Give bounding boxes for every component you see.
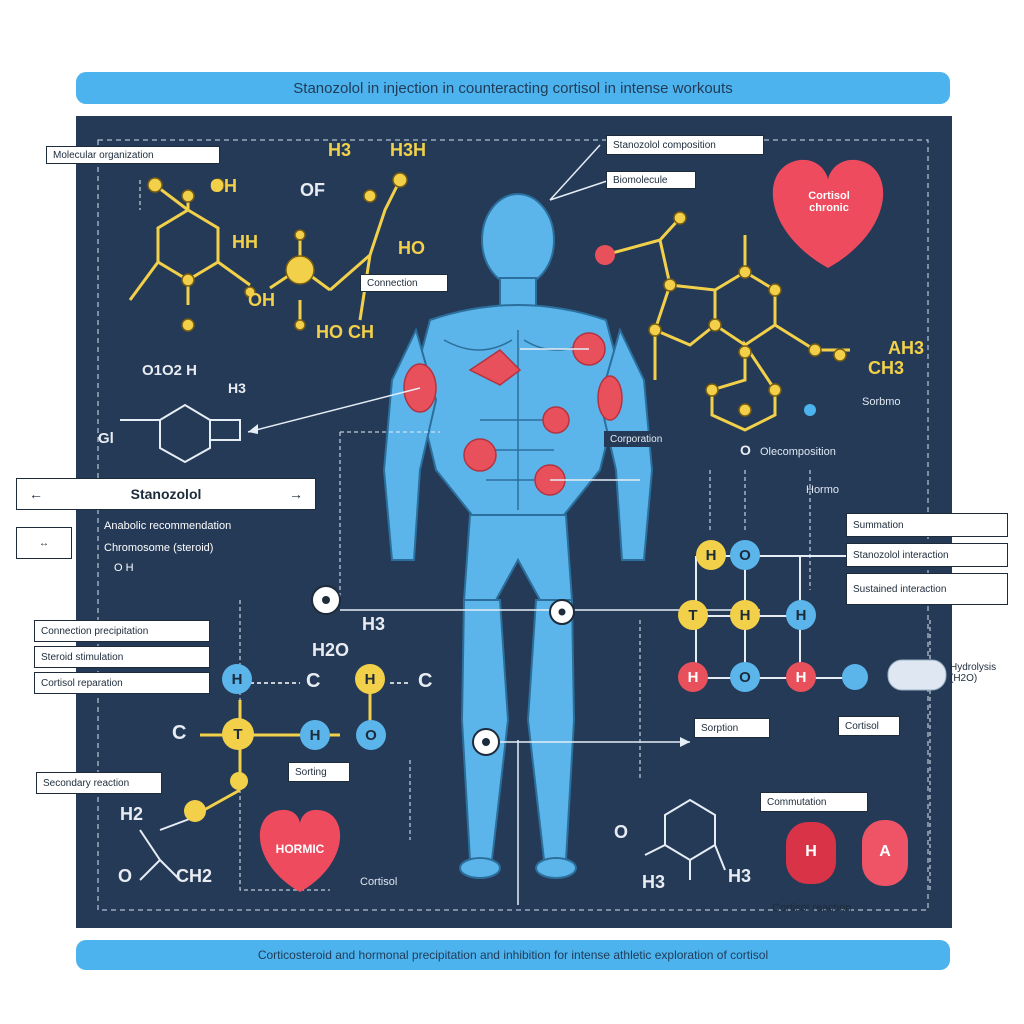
node-blue-small xyxy=(842,664,868,690)
label-connection: Connection xyxy=(360,274,448,292)
chem-h2: H2 xyxy=(120,804,144,824)
chem-hh: HH xyxy=(232,232,258,252)
node-t-1: T xyxy=(678,600,708,630)
node-h-1: H xyxy=(696,540,726,570)
chem-o-bot: O xyxy=(118,866,133,886)
node-t-left: T xyxy=(222,718,254,750)
chem-h3-small: H3 xyxy=(228,380,246,396)
label-cortisol-small: Cortisol xyxy=(838,716,900,736)
right-box-1: Summation xyxy=(846,513,1008,537)
stanozolol-label: Stanozolol xyxy=(130,486,202,502)
target-dots xyxy=(322,596,566,746)
atom-blue-right xyxy=(804,404,816,416)
benzene-bottom-right xyxy=(644,798,726,880)
label-molecular-organization: Molecular organization xyxy=(46,146,220,164)
heart-cortisol-title: Cortisol xyxy=(808,190,850,202)
capsule xyxy=(887,659,947,691)
label-chromosome-row: Chromosome (steroid) xyxy=(104,542,214,554)
chem-ho-mid: HO xyxy=(398,238,425,258)
chem-o-br: O xyxy=(614,822,629,842)
chem-ch3: CH3 xyxy=(868,358,905,378)
chem-c-left: C xyxy=(306,670,321,692)
heart-hormic-label: HORMIC xyxy=(275,842,325,856)
chem-hoch: HO CH xyxy=(316,322,374,342)
left-box-2: Steroid stimulation xyxy=(34,646,210,668)
label-sorbmo: Sorbmo xyxy=(862,396,901,408)
chain-bottom-left xyxy=(194,690,372,817)
chem-h3-br2: H3 xyxy=(728,866,752,886)
pill-a-label: A xyxy=(879,843,891,860)
node-h-5: H xyxy=(786,662,816,692)
pill-h xyxy=(786,822,836,884)
arrow-right-icon: → xyxy=(289,486,303,502)
pill-a xyxy=(862,820,908,886)
heart-cortisol-sub: chronic xyxy=(809,202,849,214)
chem-gl: Gl xyxy=(98,430,114,447)
chem-of: OF xyxy=(300,180,325,200)
node-o-2: O xyxy=(730,662,760,692)
label-cortisol-bottom: Cortisol xyxy=(360,876,398,888)
pill-h-label: H xyxy=(805,843,817,860)
chem-ch2: CH2 xyxy=(176,866,213,886)
node-o-low: O xyxy=(356,720,386,750)
label-secondary-reaction: Secondary reaction xyxy=(36,772,162,794)
label-olecomposition: Olecomposition xyxy=(760,446,836,458)
node-h-4: H xyxy=(678,662,708,692)
left-box-1: Connection precipitation xyxy=(34,620,210,642)
node-h-3: H xyxy=(786,600,816,630)
chem-ah3: AH3 xyxy=(888,338,925,358)
label-hormo: Hormo xyxy=(806,484,840,496)
label-o-note: O H xyxy=(114,562,134,574)
atom-small-yellow-1 xyxy=(230,772,248,790)
node-h-left: H xyxy=(222,664,252,694)
label-anabolic-row: Anabolic recommendation xyxy=(104,520,232,532)
heart-top-right xyxy=(772,159,884,268)
chem-oh-left: OH xyxy=(248,290,275,310)
right-box-2: Stanozolol interaction xyxy=(846,543,1008,567)
chem-o1o2: O1O2 H xyxy=(142,362,198,379)
label-corporation: Corporation xyxy=(604,431,684,447)
chem-o-ring: O xyxy=(740,442,751,458)
footer-caption: Corticosteroid and hormonal precipitatio… xyxy=(257,948,769,962)
chem-h2o: H2O xyxy=(312,640,350,660)
label-sorting: Sorting xyxy=(288,762,350,782)
label-stanozolol-composition: Stanozolol composition xyxy=(606,135,764,155)
stanozolol-box: ← Stanozolol → xyxy=(16,478,316,510)
atoms-top-left xyxy=(147,172,408,332)
page-title: Stanozolol in injection in counteracting… xyxy=(293,79,733,97)
heart-bottom xyxy=(259,809,341,892)
chem-h3h: H3H xyxy=(390,140,427,160)
left-ring-sketch xyxy=(120,403,241,464)
title-banner: Stanozolol in injection in counteracting… xyxy=(76,72,950,104)
double-arrow-box: ↔ xyxy=(16,527,72,559)
footer-banner: Corticosteroid and hormonal precipitatio… xyxy=(76,940,950,970)
label-cortisol-reaction: Cortisol reaction xyxy=(772,902,852,914)
heart-cortisol-label: Cortisol chronic xyxy=(774,190,884,214)
chem-oh-top: OH xyxy=(210,176,237,196)
node-h-mid: H xyxy=(355,664,385,694)
node-h-low: H xyxy=(300,720,330,750)
chem-c-low: C xyxy=(172,722,187,744)
atom-small-yellow-2 xyxy=(184,800,206,822)
atom-red-right xyxy=(595,245,615,265)
chem-c-right: C xyxy=(418,670,433,692)
atoms-right xyxy=(648,211,847,417)
label-sorption: Sorption xyxy=(694,718,770,738)
arrow-left-icon: ← xyxy=(29,486,43,502)
left-box-3: Cortisol reparation xyxy=(34,672,210,694)
chem-h3: H3 xyxy=(328,140,352,160)
label-hydrolysis: Hydrolysis (H2O) xyxy=(950,662,997,684)
label-biomolecule: Biomolecule xyxy=(606,171,696,189)
double-arrow-icon: ↔ xyxy=(39,537,49,549)
chem-h3-br: H3 xyxy=(642,872,666,892)
node-o-1: O xyxy=(730,540,760,570)
dashed-connectors xyxy=(139,180,931,891)
node-h-2: H xyxy=(730,600,760,630)
right-box-3: Sustained interaction xyxy=(846,573,1008,605)
label-commutation: Commutation xyxy=(760,792,868,812)
chem-h3-right: H3 xyxy=(362,614,386,634)
